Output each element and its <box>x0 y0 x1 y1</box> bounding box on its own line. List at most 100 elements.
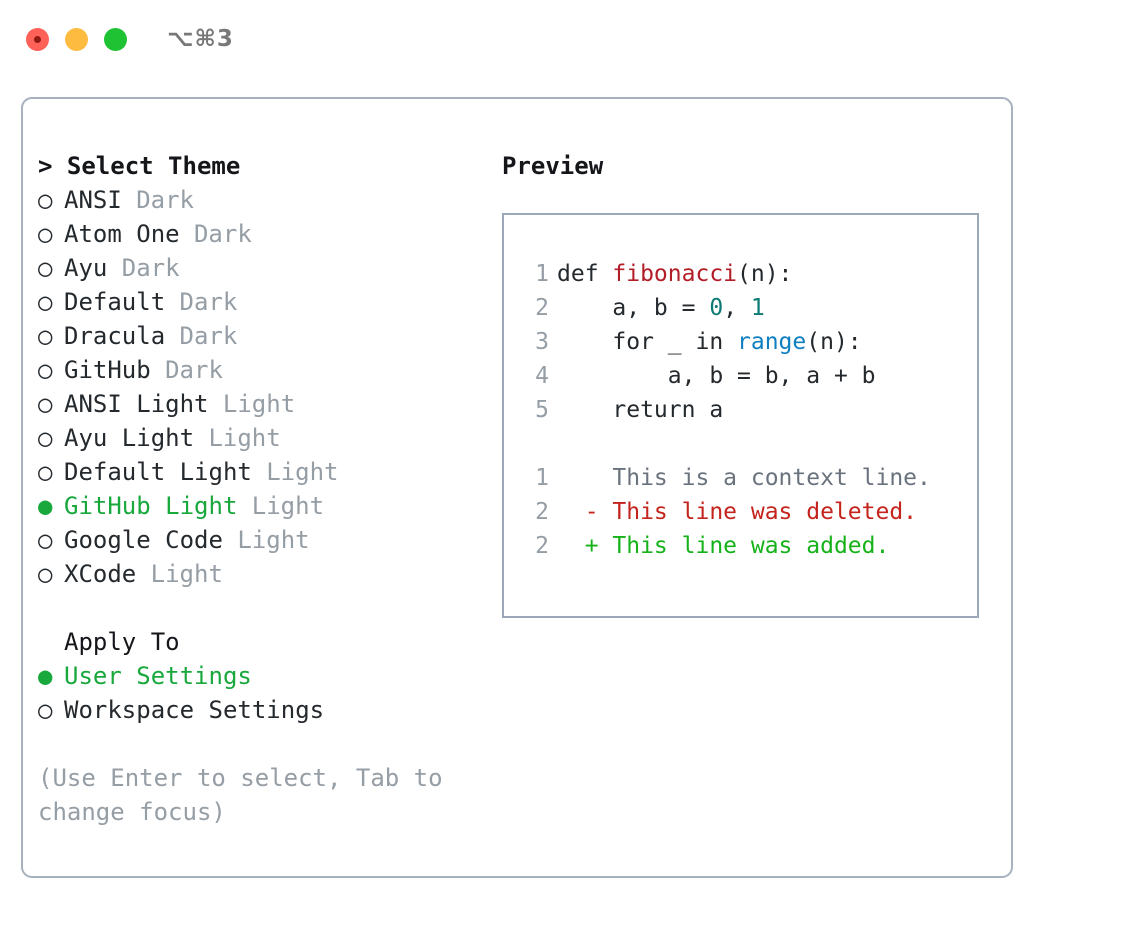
radio-unselected-icon: ○ <box>38 254 53 282</box>
code-line: 2 a, b = 0, 1 <box>523 291 977 325</box>
apply-to-option-label: Workspace Settings <box>64 696 325 724</box>
theme-option-tag: Dark <box>165 356 223 384</box>
radio-unselected-icon: ○ <box>38 186 53 214</box>
radio-unselected-icon: ○ <box>38 288 53 316</box>
theme-option-default[interactable]: ○ Default Dark <box>38 285 488 319</box>
theme-option-label: GitHub Light <box>64 492 238 520</box>
close-window-button[interactable] <box>26 27 49 51</box>
diff-text: This is a context line. <box>612 465 931 491</box>
theme-option-tag: Light <box>150 560 223 588</box>
code-token-num: 1 <box>750 295 765 321</box>
theme-option-tag: Light <box>237 526 310 554</box>
apply-to-header: Apply To <box>64 628 180 656</box>
code-line: 3 for _ in range(n): <box>523 325 977 359</box>
line-number: 4 <box>535 363 549 389</box>
code-line: 5 return a <box>523 393 977 427</box>
diff-block: 1 This is a context line.2 - This line w… <box>523 461 977 563</box>
spacer <box>38 591 488 625</box>
diff-marker: - <box>557 499 613 525</box>
line-number: 5 <box>535 397 549 423</box>
radio-unselected-icon: ○ <box>38 390 53 418</box>
theme-option-tag: Light <box>208 424 281 452</box>
theme-option-label: Atom One <box>64 220 180 248</box>
radio-unselected-icon: ○ <box>38 458 53 486</box>
diff-line-ctx: 1 This is a context line. <box>523 461 977 495</box>
theme-option-tag: Light <box>266 458 339 486</box>
theme-option-tag: Light <box>251 492 325 520</box>
theme-option-xcode[interactable]: ○ XCode Light <box>38 557 488 591</box>
theme-option-tag: Dark <box>121 254 180 282</box>
minimize-window-button[interactable] <box>65 27 88 51</box>
diff-line-add: 2 + This line was added. <box>523 529 977 563</box>
line-number: 2 <box>535 499 549 525</box>
theme-option-label: Ayu <box>64 254 108 282</box>
code-token-builtin: range <box>737 329 807 355</box>
code-token-plain: def <box>557 261 613 287</box>
theme-option-default-light[interactable]: ○ Default Light Light <box>38 455 488 489</box>
code-line: 4 a, b = b, a + b <box>523 359 977 393</box>
line-number: 1 <box>535 261 549 287</box>
apply-to-option-user-settings[interactable]: ●User Settings <box>38 659 488 693</box>
diff-marker: + <box>557 533 613 559</box>
line-number: 2 <box>535 295 549 321</box>
theme-option-label: Default Light <box>64 458 252 486</box>
radio-unselected-icon: ○ <box>38 322 53 350</box>
theme-option-tag: Dark <box>179 288 238 316</box>
theme-option-label: Default <box>64 288 166 316</box>
theme-option-label: ANSI <box>64 186 122 214</box>
theme-option-tag: Dark <box>136 186 194 214</box>
theme-option-ayu-light[interactable]: ○ Ayu Light Light <box>38 421 488 455</box>
line-number: 3 <box>535 329 549 355</box>
code-line: 1 def fibonacci(n): <box>523 257 977 291</box>
theme-option-label: Dracula <box>64 322 166 350</box>
line-number: 1 <box>535 465 549 491</box>
radio-unselected-icon: ○ <box>38 560 53 588</box>
diff-marker <box>557 465 612 491</box>
radio-unselected-icon: ○ <box>38 220 53 248</box>
code-token-plain: a, b = <box>557 295 710 321</box>
theme-option-label: GitHub <box>64 356 151 384</box>
diff-text: This line was added. <box>612 533 890 559</box>
apply-to-option-workspace-settings[interactable]: ○ Workspace Settings <box>38 693 488 727</box>
select-theme-header: > Select Theme <box>38 152 241 180</box>
apply-to-list: ●User Settings ○ Workspace Settings <box>38 659 488 727</box>
diff-text: This line was deleted. <box>612 499 918 525</box>
radio-unselected-icon: ○ <box>38 424 53 452</box>
code-token-plain: , <box>723 295 751 321</box>
code-token-fn: fibonacci <box>612 261 738 287</box>
theme-option-label: Ayu Light <box>64 424 195 452</box>
keyboard-shortcut-label: ⌥⌘3 <box>167 26 234 52</box>
code-diff-separator <box>523 427 977 461</box>
radio-unselected-icon: ○ <box>38 526 53 554</box>
radio-selected-icon: ● <box>38 662 53 690</box>
theme-option-tag: Dark <box>179 322 238 350</box>
code-token-plain: return a <box>557 397 724 423</box>
theme-option-ansi[interactable]: ○ ANSI Dark <box>38 183 488 217</box>
diff-line-del: 2 - This line was deleted. <box>523 495 977 529</box>
title-bar: ⌥⌘3 <box>0 0 1140 78</box>
maximize-window-button[interactable] <box>104 27 127 51</box>
preview-title: Preview <box>502 152 604 180</box>
theme-option-dracula[interactable]: ○ Dracula Dark <box>38 319 488 353</box>
keyboard-hint-text: (Use Enter to select, Tab to change focu… <box>38 764 443 826</box>
theme-option-label: XCode <box>64 560 137 588</box>
window-controls <box>26 27 127 51</box>
code-token-plain: (n): <box>737 261 793 287</box>
radio-unselected-icon: ○ <box>38 696 53 724</box>
theme-option-tag: Light <box>222 390 296 418</box>
line-number: 2 <box>535 533 549 559</box>
code-token-plain: for _ in <box>557 329 738 355</box>
code-token-plain: (n): <box>806 329 862 355</box>
theme-option-ayu[interactable]: ○ Ayu Dark <box>38 251 488 285</box>
